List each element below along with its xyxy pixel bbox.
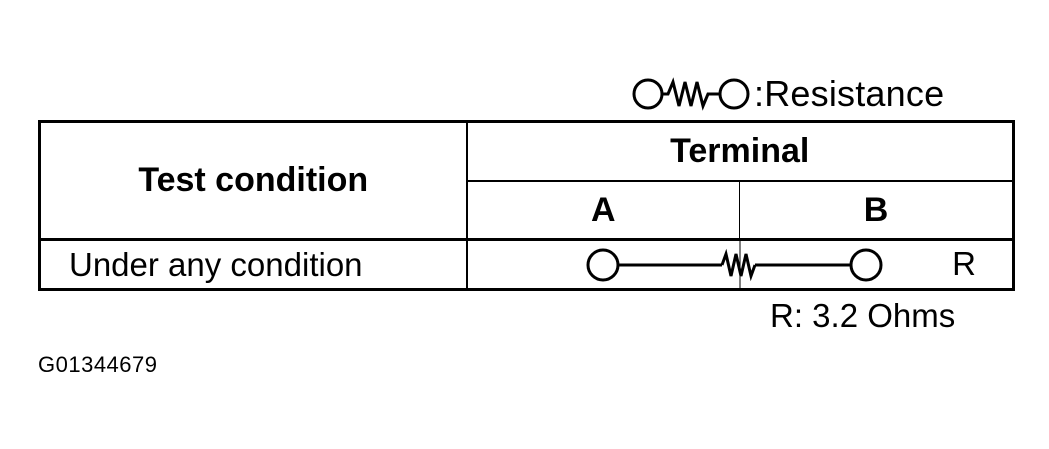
figure-id: G01344679: [38, 352, 158, 377]
resistance-value-note: R: 3.2 Ohms: [770, 297, 956, 334]
row-condition: Under any condition: [39, 239, 468, 290]
table-row: Under any condition R: [39, 239, 1014, 290]
resistance-connection-icon: [586, 241, 882, 288]
legend: :Resistance: [632, 72, 944, 116]
header-terminal-a: A: [466, 181, 740, 241]
header-terminal-b: B: [739, 181, 1014, 241]
header-terminal: Terminal: [466, 121, 1014, 182]
row-connection: R: [467, 240, 1014, 290]
resistance-symbol-label: R: [952, 245, 976, 282]
resistor-symbol-icon: [632, 77, 750, 111]
header-test-condition: Test condition: [39, 121, 468, 241]
inspection-table: Test condition Terminal A B Under any co…: [38, 120, 1015, 291]
legend-label: :Resistance: [754, 73, 945, 114]
